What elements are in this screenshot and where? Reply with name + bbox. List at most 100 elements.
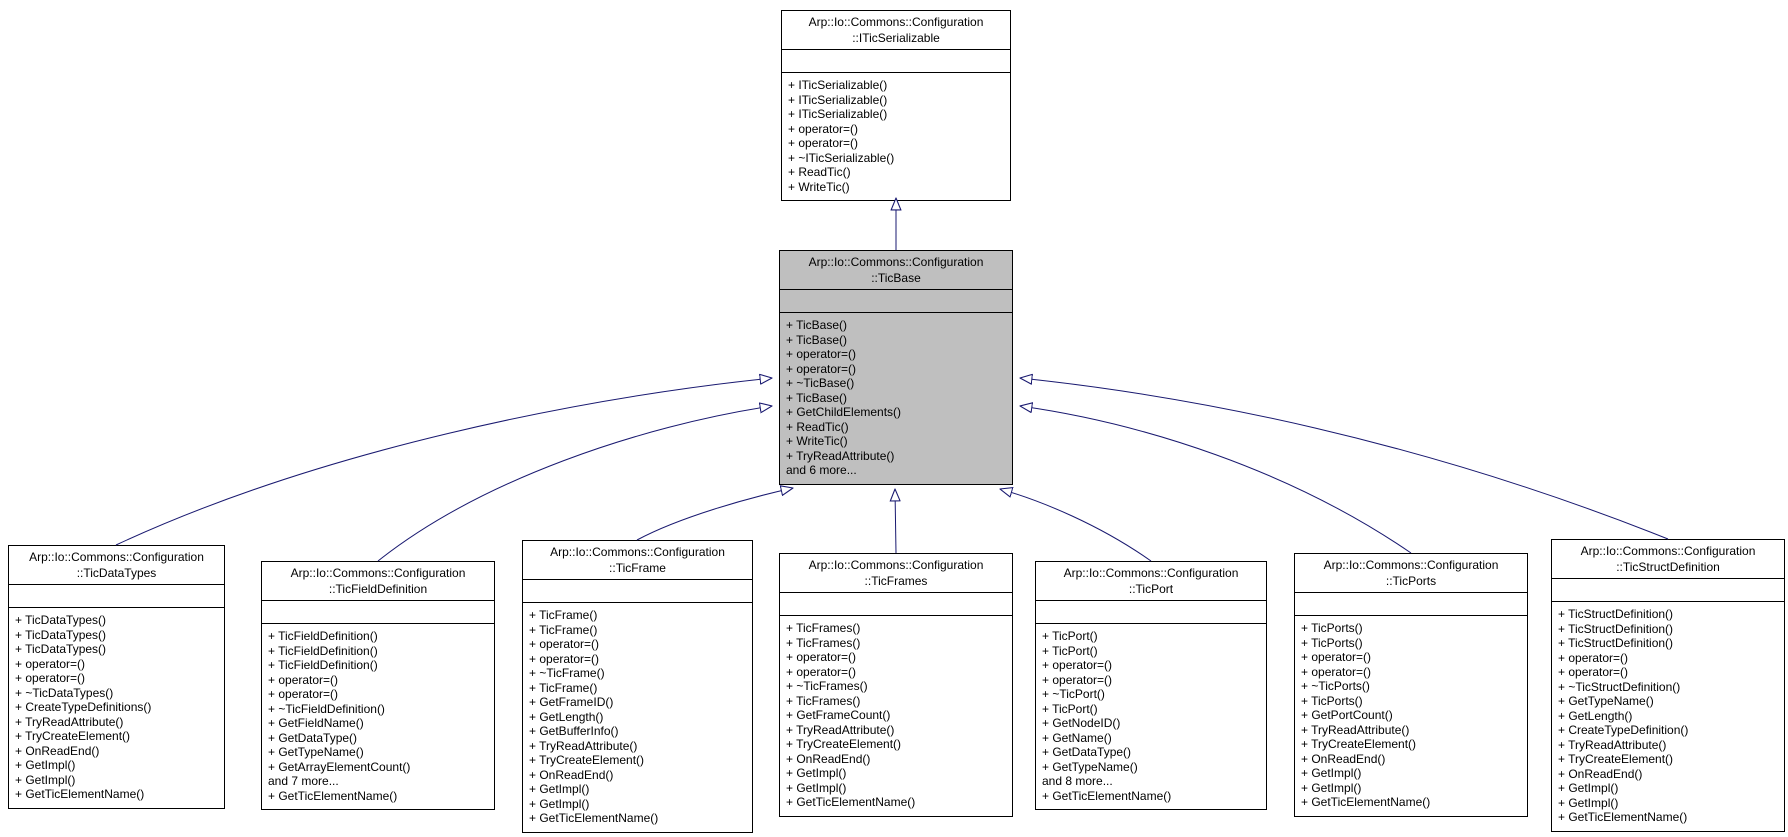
method-line: + TicFieldDefinition() <box>268 629 378 643</box>
method-line: + TryReadAttribute() <box>529 738 638 753</box>
method-line: + TicFrame() <box>529 680 598 695</box>
method-line: + TryCreateElement() <box>786 737 902 751</box>
method-line: + GetImpl() <box>786 780 847 795</box>
method-line: + TicBase() <box>786 318 848 332</box>
method-line: + TryCreateElement() <box>1558 752 1674 766</box>
class-box-ticdatatypes[interactable]: Arp::Io::Commons::Configuration ::TicDat… <box>8 545 225 809</box>
class-methods: + TicPort()+ TicPort()+ operator=()+ ope… <box>1036 624 1266 809</box>
class-title: Arp::Io::Commons::Configuration ::TicStr… <box>1552 540 1784 579</box>
method-line: + ReadTic() <box>786 419 849 434</box>
method-line: + operator=() <box>15 656 86 671</box>
method-line: + ~TicStructDefinition() <box>1558 679 1681 694</box>
method-line: + GetFieldName() <box>268 716 364 730</box>
method-line: + GetTicElementName() <box>529 811 659 825</box>
class-title-line: ::TicFieldDefinition <box>328 582 428 596</box>
method-line: + TicFrames() <box>786 635 861 650</box>
method-line: + ITicSerializable() <box>788 107 888 121</box>
method-line: + operator=() <box>788 121 859 136</box>
method-line: + GetTypeName() <box>1558 694 1654 708</box>
method-line: + OnReadEnd() <box>1558 766 1643 781</box>
method-line: + operator=() <box>15 671 86 685</box>
class-box-ticframe[interactable]: Arp::Io::Commons::Configuration ::TicFra… <box>522 540 753 833</box>
method-line: + operator=() <box>1301 664 1372 679</box>
class-methods: + TicFrames()+ TicFrames()+ operator=()+… <box>780 616 1012 816</box>
method-line: + ~TicFrames() <box>786 679 868 693</box>
method-line: + TryCreateElement() <box>529 753 645 767</box>
method-line: + ReadTic() <box>788 165 851 179</box>
class-methods: + TicFrame()+ TicFrame()+ operator=()+ o… <box>523 603 752 832</box>
class-title-line: Arp::Io::Commons::Configuration <box>808 255 984 269</box>
method-line: + operator=() <box>1042 658 1113 672</box>
method-line: + GetName() <box>1042 730 1112 745</box>
method-line: and 6 more... <box>786 463 857 477</box>
method-line: + GetImpl() <box>529 796 590 811</box>
method-line: + GetArrayElementCount() <box>268 759 411 774</box>
class-box-ticstructdefinition[interactable]: Arp::Io::Commons::Configuration ::TicStr… <box>1551 539 1785 832</box>
method-line: + TicDataTypes() <box>15 613 107 627</box>
method-line: + TicDataTypes() <box>15 642 107 656</box>
method-line: + TryCreateElement() <box>15 729 131 743</box>
class-title-line: Arp::Io::Commons::Configuration <box>550 545 725 559</box>
method-line: + TryReadAttribute() <box>786 448 895 463</box>
method-line: + ~TicPorts() <box>1301 679 1370 693</box>
inheritance-arrow-ticport-to-ticbase <box>1000 489 1152 562</box>
method-line: + operator=() <box>268 687 339 701</box>
method-line: + TicPort() <box>1042 643 1098 658</box>
method-line: + OnReadEnd() <box>786 751 871 766</box>
method-line: + GetDataType() <box>1042 745 1132 759</box>
class-title-line: ::TicPorts <box>1385 574 1437 588</box>
class-attributes-empty <box>523 580 752 603</box>
class-attributes-empty <box>782 50 1010 73</box>
class-title: Arp::Io::Commons::Configuration ::TicFie… <box>262 562 494 601</box>
method-line: + GetImpl() <box>15 772 76 787</box>
method-line: + TryCreateElement() <box>1301 737 1417 751</box>
class-methods: + TicFieldDefinition()+ TicFieldDefiniti… <box>262 624 494 809</box>
class-title: Arp::Io::Commons::Configuration ::TicFra… <box>780 554 1012 593</box>
method-line: + TicPorts() <box>1301 635 1363 650</box>
class-methods: + TicDataTypes()+ TicDataTypes()+ TicDat… <box>9 608 224 808</box>
class-title-line: ::TicFrames <box>864 574 928 588</box>
method-line: + GetImpl() <box>786 766 847 780</box>
method-line: + operator=() <box>529 637 600 651</box>
class-title-line: Arp::Io::Commons::Configuration <box>1063 566 1239 580</box>
class-box-ticfielddefinition[interactable]: Arp::Io::Commons::Configuration ::TicFie… <box>261 561 495 810</box>
method-line: + ~TicFrame() <box>529 666 605 680</box>
method-line: + TicFrame() <box>529 608 598 622</box>
method-line: + TicFieldDefinition() <box>268 643 378 658</box>
method-line: + GetChildElements() <box>786 405 902 419</box>
method-line: + GetImpl() <box>529 782 590 796</box>
class-title: Arp::Io::Commons::Configuration ::ITicSe… <box>782 11 1010 50</box>
class-title-line: ::TicStructDefinition <box>1616 560 1720 574</box>
method-line: + TicPorts() <box>1301 693 1363 708</box>
class-title-line: Arp::Io::Commons::Configuration <box>808 558 984 572</box>
method-line: + GetImpl() <box>15 758 76 772</box>
class-title-line: Arp::Io::Commons::Configuration <box>29 550 204 564</box>
method-line: + TicBase() <box>786 332 848 347</box>
method-line: + GetPortCount() <box>1301 708 1393 722</box>
method-line: + GetTicElementName() <box>1042 788 1172 803</box>
method-line: + OnReadEnd() <box>1301 751 1386 766</box>
method-line: + ITicSerializable() <box>788 92 888 107</box>
class-methods: + TicStructDefinition()+ TicStructDefini… <box>1552 602 1784 831</box>
method-line: + operator=() <box>786 650 857 664</box>
class-box-ticports[interactable]: Arp::Io::Commons::Configuration ::TicPor… <box>1294 553 1528 817</box>
class-title: Arp::Io::Commons::Configuration ::TicDat… <box>9 546 224 585</box>
method-line: + TicStructDefinition() <box>1558 636 1674 650</box>
class-box-ticbase[interactable]: Arp::Io::Commons::Configuration ::TicBas… <box>779 250 1013 485</box>
method-line: + TicFrames() <box>786 621 861 635</box>
class-methods: + TicPorts()+ TicPorts()+ operator=()+ o… <box>1295 616 1527 816</box>
method-line: + operator=() <box>786 361 857 376</box>
class-title: Arp::Io::Commons::Configuration ::TicBas… <box>780 251 1012 290</box>
class-attributes-empty <box>262 601 494 624</box>
class-box-ticframes[interactable]: Arp::Io::Commons::Configuration ::TicFra… <box>779 553 1013 817</box>
inheritance-arrow-ticframe-to-ticbase <box>636 488 793 541</box>
method-line: + GetImpl() <box>1301 766 1362 780</box>
method-line: + GetImpl() <box>1558 795 1619 810</box>
class-box-iticserializable[interactable]: Arp::Io::Commons::Configuration ::ITicSe… <box>781 10 1011 201</box>
method-line: + ~ITicSerializable() <box>788 150 895 165</box>
class-attributes-empty <box>1552 579 1784 602</box>
class-box-ticport[interactable]: Arp::Io::Commons::Configuration ::TicPor… <box>1035 561 1267 810</box>
inheritance-arrow-ticdatatypes-to-ticbase <box>115 378 772 546</box>
method-line: + operator=() <box>1558 650 1629 665</box>
